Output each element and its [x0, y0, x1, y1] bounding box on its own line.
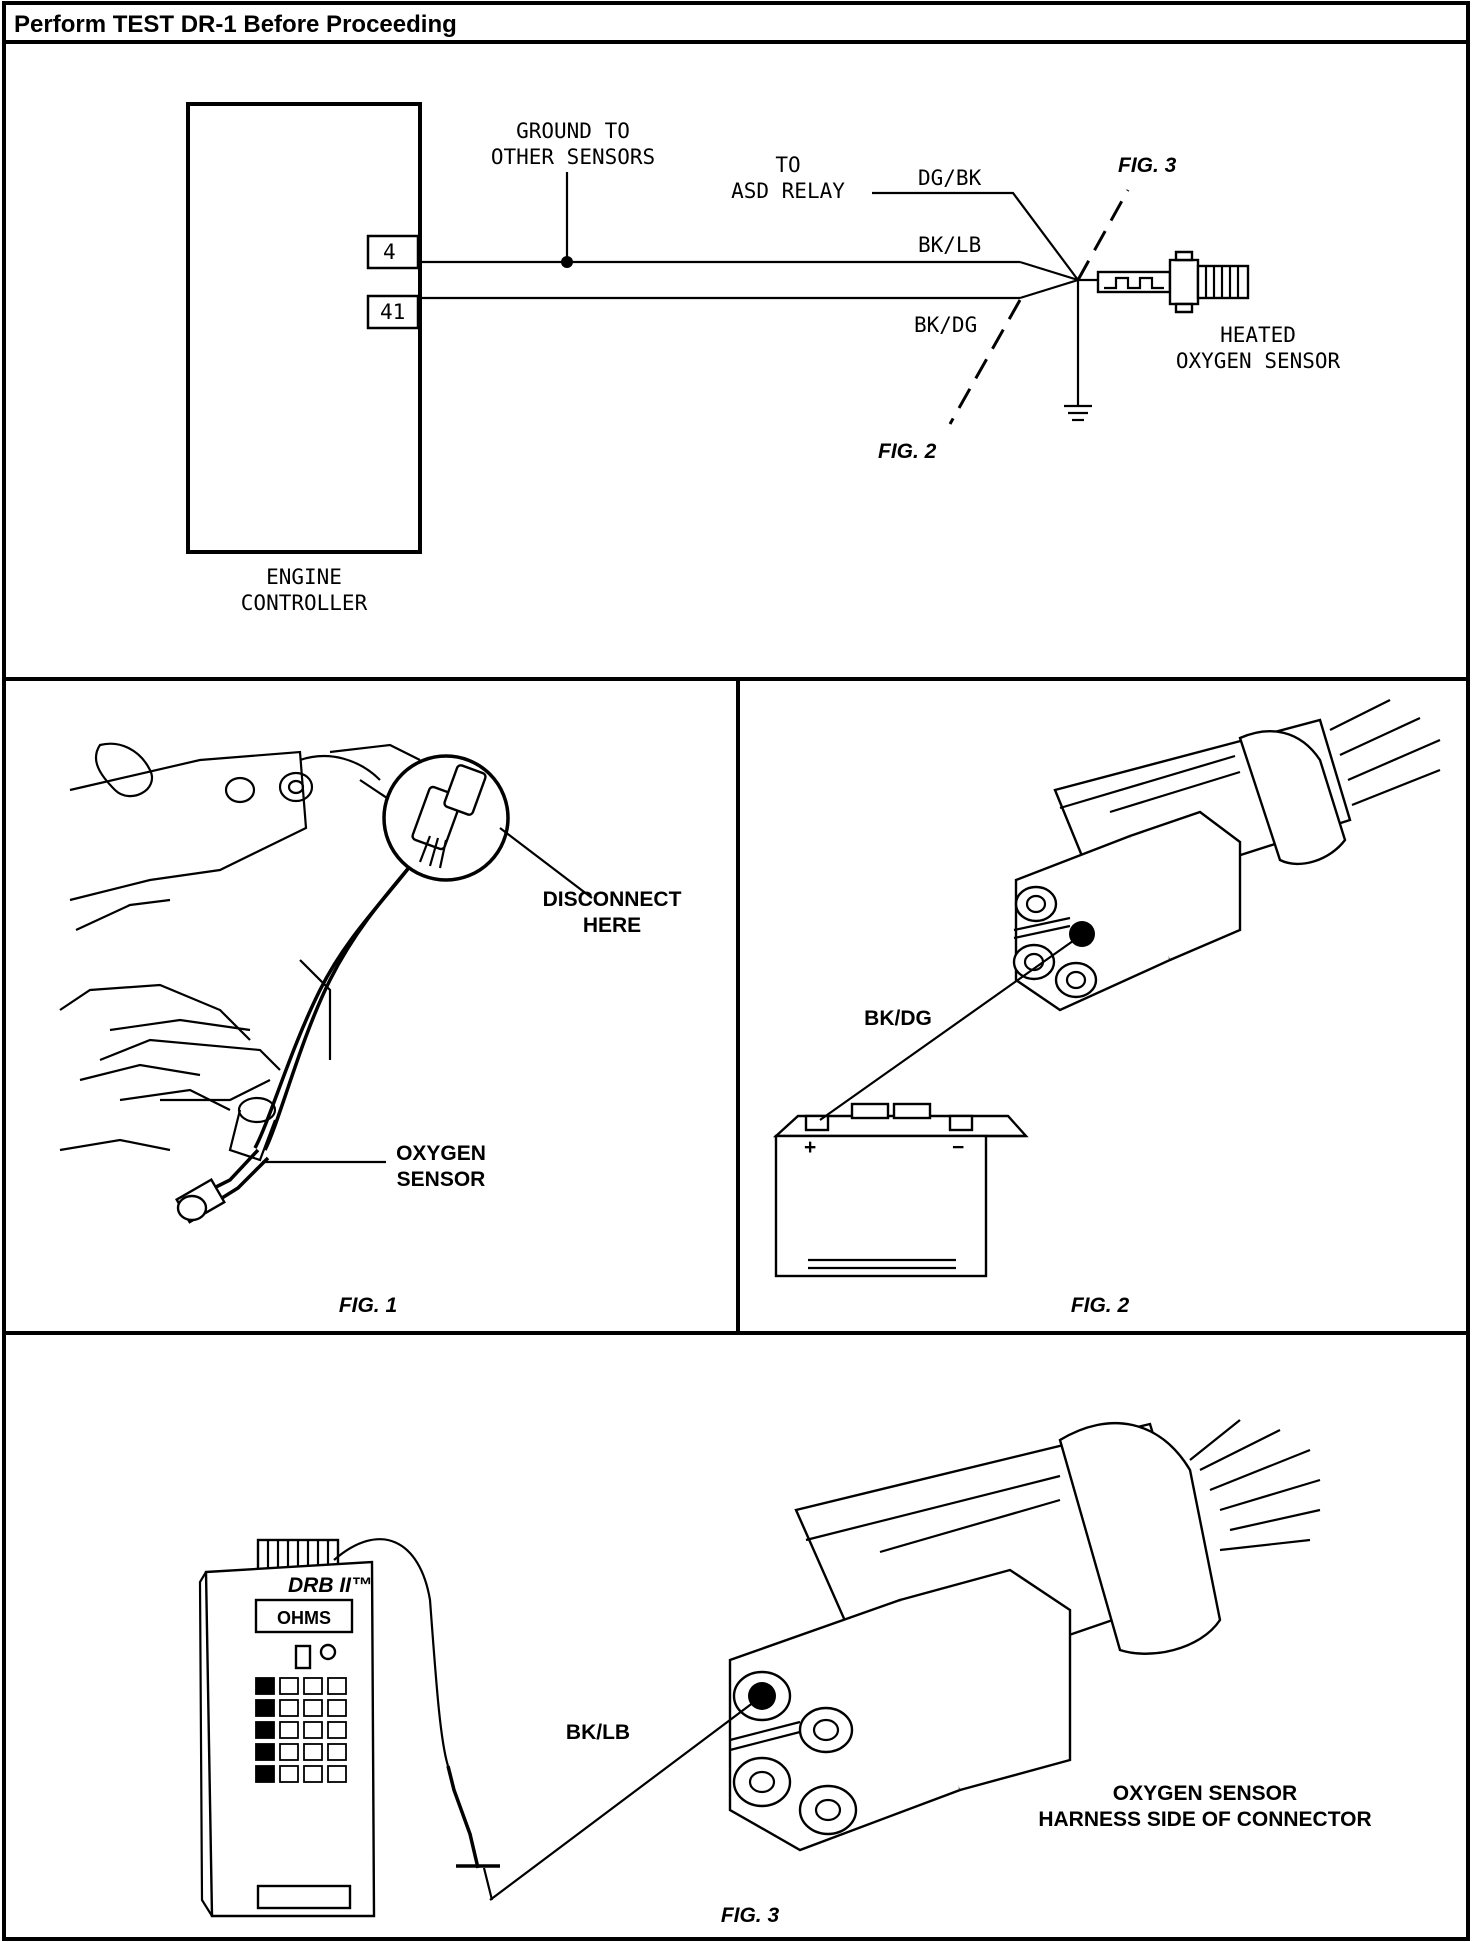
keypad-key — [255, 1677, 275, 1695]
fig2-jumper-wire — [819, 935, 1081, 1121]
battery-negative: − — [952, 1136, 964, 1159]
fig3-connector-illustration — [728, 1419, 1321, 1852]
keypad-key — [279, 1721, 299, 1739]
fig2-caption: FIG. 2 — [1071, 1294, 1130, 1317]
pin-41-box — [366, 294, 420, 330]
asd-label-line1: TO — [775, 153, 800, 177]
fig1-caption: FIG. 1 — [339, 1294, 397, 1317]
header-title: Perform TEST DR-1 Before Proceeding — [14, 11, 457, 38]
keypad-key — [303, 1765, 323, 1783]
disconnect-label-line1: DISCONNECT — [543, 888, 682, 911]
fig2-wire-label: BK/DG — [864, 1007, 932, 1030]
disconnect-label-line2: HERE — [583, 914, 641, 937]
oxygen-sensor-label-line2: SENSOR — [397, 1168, 486, 1191]
keypad-key — [255, 1743, 275, 1761]
asd-label-line2: ASD RELAY — [731, 179, 845, 203]
battery-positive: + — [804, 1136, 816, 1159]
pin-4-box — [366, 234, 420, 270]
wire-dgbk-label: DG/BK — [918, 166, 982, 190]
fig3-caption: FIG. 3 — [721, 1904, 780, 1927]
pin-4-label: 4 — [383, 240, 396, 264]
keypad-key — [255, 1765, 275, 1783]
wire-bkdg-label: BK/DG — [914, 313, 977, 337]
pin-41-label: 41 — [380, 300, 405, 324]
fig2-connector-illustration — [772, 699, 1441, 1278]
fig3-dashed-leader — [1076, 189, 1130, 281]
test-probe — [446, 1695, 763, 1901]
keypad-key — [303, 1743, 323, 1761]
wiring-schematic: 4 41 ENGINE CONTROLLER — [186, 102, 1341, 615]
keypad-key — [279, 1765, 299, 1783]
keypad-key — [327, 1765, 347, 1783]
keypad-key — [279, 1677, 299, 1695]
keypad-key — [303, 1677, 323, 1695]
heated-oxygen-sensor — [1096, 250, 1250, 314]
fig3-probe-wire — [489, 1695, 763, 1901]
fig2-dashed-leader — [948, 299, 1022, 425]
sensor-label-line1: HEATED — [1220, 323, 1296, 347]
fig3-reference: FIG. 3 — [1118, 154, 1177, 177]
oxygen-sensor-label-line1: OXYGEN — [396, 1142, 486, 1165]
keypad-key — [303, 1699, 323, 1717]
keypad-key — [303, 1721, 323, 1739]
ground-label-line2: OTHER SENSORS — [491, 145, 655, 169]
fig1-engine-illustration — [59, 742, 593, 1224]
controller-label-line2: CONTROLLER — [241, 591, 368, 615]
fig3-wire-label: BK/LB — [566, 1721, 630, 1744]
connector-label-line2: HARNESS SIDE OF CONNECTOR — [1038, 1808, 1371, 1831]
keypad-key — [327, 1699, 347, 1717]
connector-label-line1: OXYGEN SENSOR — [1113, 1782, 1297, 1805]
drb-display-label: OHMS — [277, 1608, 331, 1628]
disconnect-leader — [499, 827, 593, 899]
wire-bklb-label: BK/LB — [918, 233, 981, 257]
keypad-key — [255, 1721, 275, 1739]
keypad-key — [327, 1743, 347, 1761]
keypad-key — [255, 1699, 275, 1717]
ground-label-line1: GROUND TO — [516, 119, 630, 143]
keypad-key — [327, 1677, 347, 1695]
keypad-key — [279, 1699, 299, 1717]
keypad-key — [279, 1743, 299, 1761]
drb-ii-keypad — [255, 1677, 347, 1783]
drb-ii-tester — [198, 1538, 450, 1918]
keypad-key — [327, 1721, 347, 1739]
controller-label-line1: ENGINE — [266, 565, 342, 589]
drb-brand-label: DRB II™ — [288, 1574, 372, 1597]
fig2-reference: FIG. 2 — [878, 440, 937, 463]
sensor-label-line2: OXYGEN SENSOR — [1176, 349, 1341, 373]
wire-dgbk — [872, 191, 1079, 281]
